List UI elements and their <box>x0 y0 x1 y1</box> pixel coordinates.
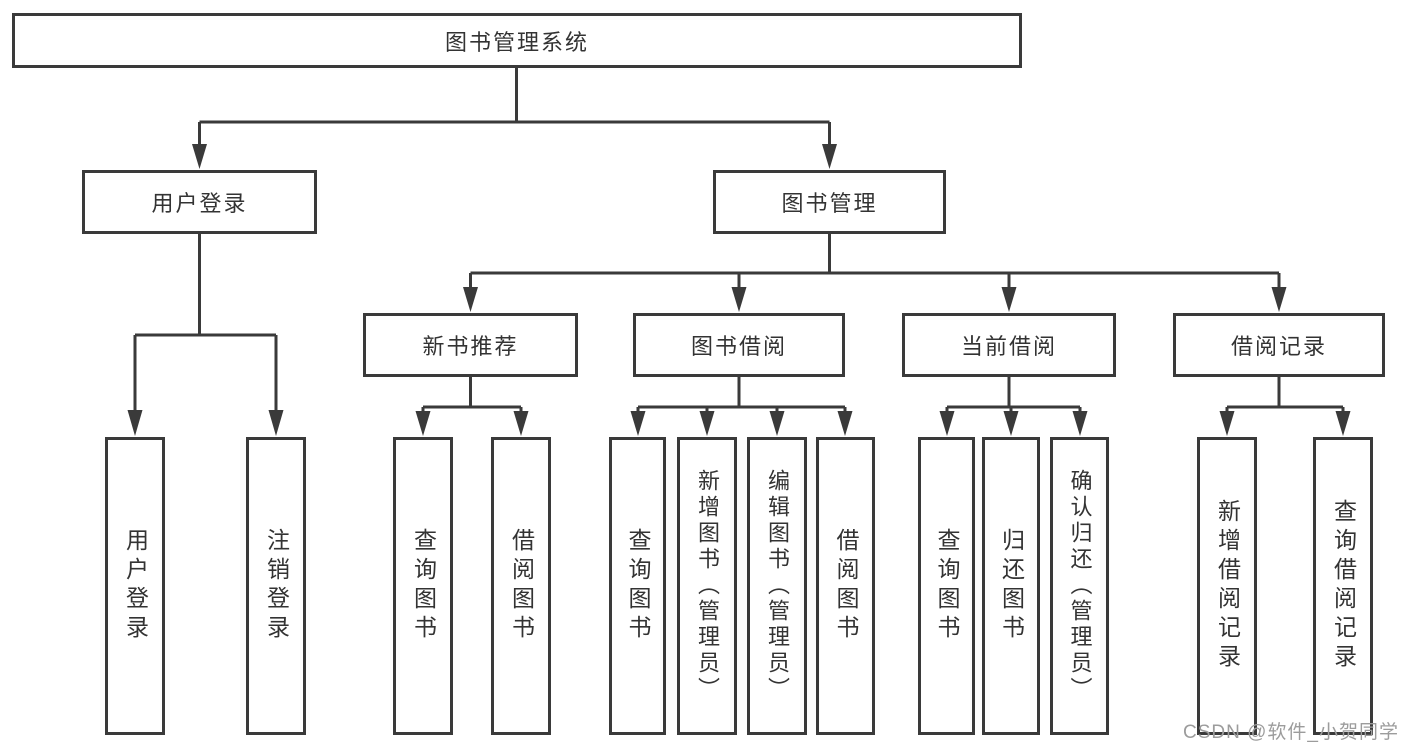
arrowhead-icon <box>699 411 715 436</box>
node-book-mgmt: 图书管理 <box>713 170 946 234</box>
leaf-label: 查询借阅记录 <box>1330 499 1357 673</box>
arrowhead-icon <box>630 411 646 436</box>
leaf-borrow-books: 借阅图书 <box>491 437 551 735</box>
node-user-login: 用户登录 <box>82 170 317 234</box>
leaf-edit-books-admin: 编辑图书（管理员） <box>747 437 807 735</box>
connector-new-book-rec-to-leaves <box>421 377 523 413</box>
arrowhead-icon <box>463 287 478 312</box>
node-borrow-records: 借阅记录 <box>1173 313 1385 377</box>
node-label: 用户登录 <box>151 191 248 216</box>
leaf-label: 借阅图书 <box>508 528 535 644</box>
node-label: 图书管理系统 <box>444 29 589 55</box>
arrowhead-icon <box>1335 411 1351 436</box>
leaf-borrow-books: 借阅图书 <box>816 437 875 735</box>
node-label: 图书管理 <box>781 191 878 216</box>
node-book-borrow: 图书借阅 <box>633 313 845 377</box>
arrowhead-icon <box>1219 411 1235 436</box>
node-root: 图书管理系统 <box>12 13 1022 68</box>
node-label: 当前借阅 <box>960 334 1057 359</box>
arrowhead-icon <box>769 411 785 436</box>
leaf-confirm-return-admin: 确认归还（管理员） <box>1050 437 1109 735</box>
csdn-watermark: CSDN @软件_小贺同学 <box>1183 722 1399 743</box>
leaf-user-login: 用户登录 <box>105 437 165 735</box>
node-label: 借阅记录 <box>1230 334 1327 359</box>
arrowhead-icon <box>513 411 529 436</box>
leaf-label: 新增图书（管理员） <box>695 469 720 703</box>
leaf-return-books: 归还图书 <box>982 437 1040 735</box>
node-label: 图书借阅 <box>690 334 787 359</box>
arrowhead-icon <box>1003 411 1019 436</box>
leaf-query-books: 查询图书 <box>393 437 453 735</box>
node-new-book-recommend: 新书推荐 <box>363 313 578 377</box>
arrowhead-icon <box>822 144 837 169</box>
leaf-label: 归还图书 <box>998 528 1025 644</box>
leaf-query-books: 查询图书 <box>609 437 666 735</box>
leaf-label: 查询图书 <box>410 528 437 644</box>
leaf-label: 编辑图书（管理员） <box>765 469 790 703</box>
leaf-label: 注销登录 <box>263 528 290 644</box>
connector-borrow-records-to-leaves <box>1225 377 1345 413</box>
leaf-label: 确认归还（管理员） <box>1067 469 1093 703</box>
arrowheads <box>127 144 1351 436</box>
leaf-add-books-admin: 新增图书（管理员） <box>677 437 737 735</box>
arrowhead-icon <box>1072 411 1088 436</box>
node-current-borrow: 当前借阅 <box>902 313 1116 377</box>
arrowhead-icon <box>192 144 207 169</box>
leaf-label: 新增借阅记录 <box>1214 499 1241 673</box>
leaf-logout-login: 注销登录 <box>246 437 306 735</box>
connector-user-login-to-leaves <box>133 234 278 412</box>
connector-root-to-level2 <box>198 67 831 146</box>
leaf-add-borrow-record: 新增借阅记录 <box>1197 437 1257 735</box>
node-label: 新书推荐 <box>422 334 519 359</box>
arrowhead-icon <box>837 411 853 436</box>
connector-book-mgmt-to-level3 <box>469 234 1281 289</box>
arrowhead-icon <box>268 410 284 436</box>
leaf-label: 查询图书 <box>625 528 651 644</box>
arrowhead-icon <box>731 287 747 312</box>
leaf-label: 借阅图书 <box>833 528 859 644</box>
leaf-query-borrow-record: 查询借阅记录 <box>1313 437 1373 735</box>
arrowhead-icon <box>415 411 431 436</box>
leaf-label: 查询图书 <box>934 528 960 644</box>
connector-book-borrow-to-leaves <box>636 377 847 413</box>
arrowhead-icon <box>127 410 143 436</box>
arrowhead-icon <box>1271 287 1287 312</box>
arrowhead-icon <box>939 411 955 436</box>
leaf-label: 用户登录 <box>122 528 149 644</box>
arrowhead-icon <box>1001 287 1017 312</box>
connector-current-borrow-to-leaves <box>945 377 1082 413</box>
leaf-query-books: 查询图书 <box>918 437 975 735</box>
